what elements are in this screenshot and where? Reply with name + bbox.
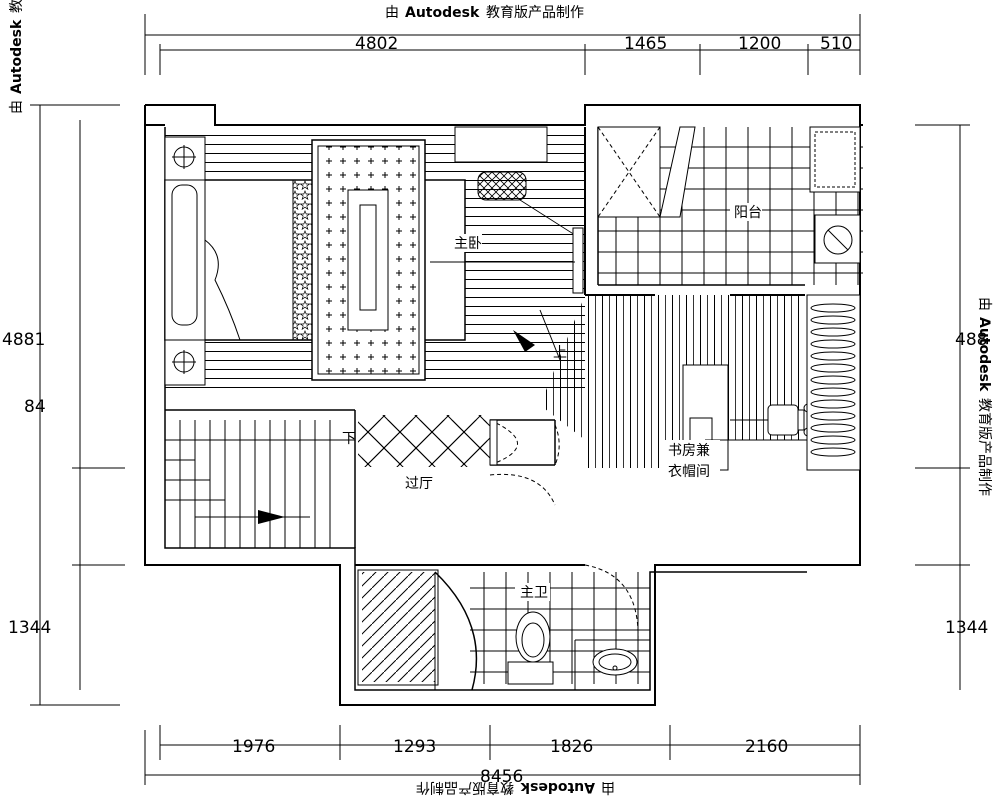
dim-right-1: 488: [955, 330, 987, 350]
svg-text:教育版产品制作: 教育版产品制作: [416, 779, 514, 795]
dim-bottom-4: 2160: [745, 737, 788, 757]
room-label-master-bath: 主卫: [520, 585, 548, 601]
svg-text:由: 由: [9, 100, 25, 114]
svg-text:Autodesk: Autodesk: [976, 317, 992, 392]
dim-left-total: 84: [24, 397, 46, 417]
wardrobe: [806, 294, 861, 471]
svg-text:教育版产品制作: 教育版产品制作: [976, 398, 992, 496]
washbasin: [592, 648, 638, 676]
dim-bottom-2: 1293: [393, 737, 436, 757]
watermark-prefix: 由: [385, 5, 399, 21]
dimension-bottom: [144, 725, 861, 785]
tv-unit: [430, 227, 584, 294]
dim-top-3: 1200: [738, 34, 781, 54]
room-label-hall: 过厅: [405, 476, 433, 492]
svg-text:教育版产品制作: 教育版产品制作: [9, 0, 25, 13]
dim-bottom-total: 8456: [480, 767, 523, 787]
stair-down-label: 下: [342, 431, 356, 447]
dim-right-2: 1344: [945, 618, 988, 638]
dresser: [454, 126, 576, 236]
stair-up-arrow: [513, 330, 535, 352]
svg-text:由: 由: [601, 779, 615, 795]
dimension-top: [144, 14, 861, 75]
watermark-left: 由 Autodesk 教育版产品制作: [9, 0, 25, 114]
bedside-table-bottom: [164, 339, 206, 386]
watermark-bottom: 由 Autodesk 教育版产品制作: [416, 779, 615, 795]
stair-down-arrow: [258, 510, 285, 524]
study-floor: [540, 295, 805, 468]
svg-text:Autodesk: Autodesk: [9, 19, 25, 94]
svg-text:Autodesk: Autodesk: [520, 779, 595, 795]
toilet: [507, 611, 554, 685]
shower-floor: [362, 572, 435, 682]
staircase: [165, 420, 355, 548]
balcony-fixtures: [597, 126, 861, 264]
stair-up-label: 上: [553, 345, 567, 361]
watermark-suffix: 教育版产品制作: [486, 5, 584, 21]
svg-text:由: 由: [976, 297, 992, 311]
dim-bottom-1: 1976: [232, 737, 275, 757]
shower-door: [434, 571, 478, 691]
dim-left-2: 1344: [8, 618, 51, 638]
room-label-study-2: 衣帽间: [668, 464, 710, 480]
dim-top-1: 4802: [355, 34, 398, 54]
watermark-right: 由 Autodesk 教育版产品制作: [976, 297, 992, 496]
hall-doors: [489, 419, 560, 506]
dimension-right: [915, 124, 970, 690]
dim-left-1: 4881: [2, 330, 45, 350]
dim-top-4: 510: [820, 34, 852, 54]
bedside-table-top: [164, 136, 206, 181]
room-label-master-bedroom: 主卧: [454, 236, 482, 252]
room-label-study-1: 书房兼: [668, 443, 710, 459]
room-label-balcony: 阳台: [734, 205, 762, 221]
dim-top-2: 1465: [624, 34, 667, 54]
dimension-left: [30, 104, 125, 706]
rug: [311, 139, 426, 381]
watermark-brand: Autodesk: [405, 5, 480, 21]
watermark-top: 由 Autodesk 教育版产品制作: [385, 5, 584, 21]
dim-bottom-3: 1826: [550, 737, 593, 757]
